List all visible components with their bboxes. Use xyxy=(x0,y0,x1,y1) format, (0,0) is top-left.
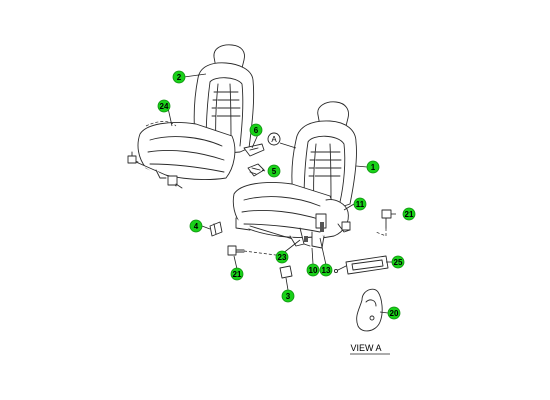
hinge-cover-part xyxy=(247,163,265,177)
callout-10: 10 xyxy=(306,263,320,277)
switch-module xyxy=(333,255,389,275)
svg-text:24: 24 xyxy=(160,102,169,111)
callout-11: 11 xyxy=(353,197,367,211)
knob-cover-part xyxy=(279,265,293,279)
callout-4: 4 xyxy=(189,219,203,233)
callout-1: 1 xyxy=(366,160,380,174)
view-a-reference: A xyxy=(267,132,281,146)
seat-heater-outline xyxy=(145,121,177,127)
svg-text:25: 25 xyxy=(394,258,403,267)
callout-21-right: 21 xyxy=(402,207,416,221)
svg-text:4: 4 xyxy=(194,222,199,231)
svg-text:21: 21 xyxy=(405,210,414,219)
svg-text:20: 20 xyxy=(390,309,399,318)
callout-21-left: 21 xyxy=(230,267,244,281)
callout-13: 13 xyxy=(319,263,333,277)
svg-text:A: A xyxy=(271,135,277,144)
svg-text:5: 5 xyxy=(272,167,277,176)
svg-text:3: 3 xyxy=(286,292,291,301)
callout-24: 24 xyxy=(157,99,171,113)
bracket-part xyxy=(243,143,265,157)
view-a-title: VIEW A xyxy=(350,343,381,353)
bolt-left xyxy=(227,245,245,256)
svg-text:2: 2 xyxy=(177,73,182,82)
svg-text:21: 21 xyxy=(233,270,242,279)
callout-6: 6 xyxy=(249,123,263,137)
lever-cover-view-a xyxy=(356,288,383,332)
callout-3: 3 xyxy=(281,289,295,303)
callout-5: 5 xyxy=(267,164,281,178)
bolt-right-path xyxy=(375,228,387,237)
left-seat xyxy=(127,44,255,189)
svg-text:23: 23 xyxy=(278,253,287,262)
callout-23: 23 xyxy=(275,250,289,264)
svg-text:10: 10 xyxy=(309,266,318,275)
svg-text:13: 13 xyxy=(322,266,331,275)
callout-2: 2 xyxy=(172,70,186,84)
bolt-left-path xyxy=(243,250,285,257)
callout-20: 20 xyxy=(387,306,401,320)
svg-text:1: 1 xyxy=(371,163,376,172)
callout-25: 25 xyxy=(391,255,405,269)
svg-text:6: 6 xyxy=(254,126,259,135)
svg-text:11: 11 xyxy=(356,200,365,209)
cover-part xyxy=(209,221,223,237)
bolt-right xyxy=(381,209,392,229)
recliner-lever-shading xyxy=(304,222,324,242)
